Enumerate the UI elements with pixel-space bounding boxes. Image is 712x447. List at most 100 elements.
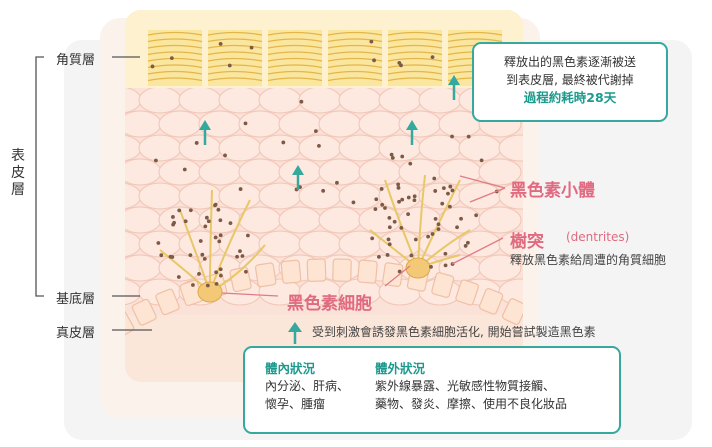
melanin-dot [436, 222, 441, 227]
melanin-dot [400, 154, 405, 159]
melanin-dot [299, 99, 304, 104]
melanin-dot [218, 267, 223, 272]
arrow-head [448, 75, 460, 85]
epidermis-cell [498, 230, 523, 258]
stratum-corneum-layer [125, 10, 523, 88]
melanin-dot [396, 185, 401, 190]
pointer-melanosome-2 [469, 187, 506, 203]
epidermis-cell [418, 134, 462, 162]
corneum-stripe [207, 51, 263, 56]
melanin-dot [387, 225, 392, 230]
melanin-dot [244, 269, 248, 274]
basal-cell [431, 272, 455, 298]
epidermis-cell [298, 182, 342, 210]
epidermis-cell [278, 110, 322, 138]
melanin-dot [380, 202, 385, 207]
label-dendrite-desc: 釋放黑色素給周遭的角質細胞 [510, 253, 667, 267]
epidermis-cell [258, 182, 302, 210]
basal-cell [501, 298, 523, 325]
melanin-dot [390, 155, 395, 160]
melanin-dot [397, 269, 402, 274]
epidermis-cell [178, 230, 222, 258]
corneum-stripe [327, 31, 383, 36]
epidermis-cell [218, 182, 262, 210]
epidermis-cell [138, 134, 182, 162]
epidermis-cell [318, 110, 362, 138]
callout-highlight: 過程約耗時28天 [523, 90, 617, 105]
callout-line-1: 釋放出的黑色素逐漸被送 [503, 55, 636, 69]
corneum-stripe [327, 57, 383, 62]
epidermis-cell [298, 134, 342, 162]
corneum-stripe [387, 77, 443, 82]
melanin-dot [409, 253, 414, 258]
melanin-dots [150, 39, 499, 288]
corneum-stripe [147, 70, 203, 75]
melanin-dot [200, 252, 205, 257]
melanin-dot [169, 56, 174, 61]
corneum-stripe [387, 64, 443, 69]
internal-line-2: 懷孕、腫瘤 [265, 397, 326, 411]
melanin-dot [198, 239, 203, 243]
melanin-dot [443, 251, 448, 256]
melanin-dot [171, 215, 175, 219]
epidermis-cell [258, 134, 302, 162]
label-basal-layer: 基底層 [56, 292, 96, 307]
melanin-dot [218, 41, 223, 46]
melanin-dot [335, 180, 339, 185]
melanin-dot [448, 184, 453, 189]
basal-cell [455, 279, 479, 306]
melanin-dot [218, 233, 223, 238]
melanin-dot [450, 188, 455, 193]
epidermis-cell [458, 182, 502, 210]
internal-causes: 體內狀況 內分泌、肝病、 懷孕、腫瘤 [265, 360, 349, 413]
melanin-dot [188, 208, 193, 213]
melanin-dot [321, 188, 326, 193]
melanin-dot [203, 224, 208, 229]
corneum-stripe [327, 38, 383, 43]
melanin-dot [281, 140, 286, 145]
epidermis-bracket [35, 56, 44, 297]
label-dendrite: 樹突 [510, 232, 544, 252]
melanin-dot [455, 225, 459, 230]
basal-cell [478, 288, 504, 315]
melanin-dot [228, 221, 233, 226]
corneum-stripe [387, 38, 443, 43]
epidermis-cell [378, 86, 422, 114]
melanocyte-body [405, 257, 431, 279]
melanin-dot [474, 213, 479, 218]
basal-cell [357, 259, 378, 284]
epidermis-cell [158, 158, 202, 186]
epidermis-cell [178, 134, 222, 162]
melanin-dot [396, 182, 401, 187]
melanin-dot [202, 256, 207, 261]
label-dermis: 真皮層 [56, 326, 96, 341]
basal-cell [131, 298, 157, 326]
melanin-dot [479, 158, 484, 163]
corneum-stripe [267, 77, 323, 82]
corneum-stripe [387, 51, 443, 56]
melanin-dot [204, 215, 209, 220]
corneum-stripe [267, 64, 323, 69]
melanin-dot [218, 273, 223, 278]
corneum-stripe [267, 51, 323, 56]
melanin-dot [397, 199, 401, 204]
melanin-dot [447, 204, 452, 209]
label-dendrite-en: (dentrites) [566, 230, 630, 244]
corneum-stripe [207, 44, 263, 49]
melanin-dot [216, 207, 221, 212]
melanin-dot [176, 275, 181, 279]
label-melanosome: 黑色素小體 [510, 181, 595, 201]
epidermis-cell [478, 158, 522, 186]
corneum-stripe [147, 51, 203, 56]
label-stratum-corneum: 角質層 [56, 53, 96, 68]
corneum-stripe [207, 31, 263, 36]
external-title: 體外狀況 [375, 361, 426, 376]
arrow-head [199, 120, 211, 130]
corneum-stripe [207, 77, 263, 82]
pointer-melanocyte-left [221, 292, 279, 297]
epidermis-cell [125, 254, 162, 282]
melanin-dot [392, 219, 397, 224]
melanin-dot [205, 283, 210, 288]
internal-title: 體內狀況 [265, 361, 316, 376]
basal-cell [306, 258, 327, 282]
